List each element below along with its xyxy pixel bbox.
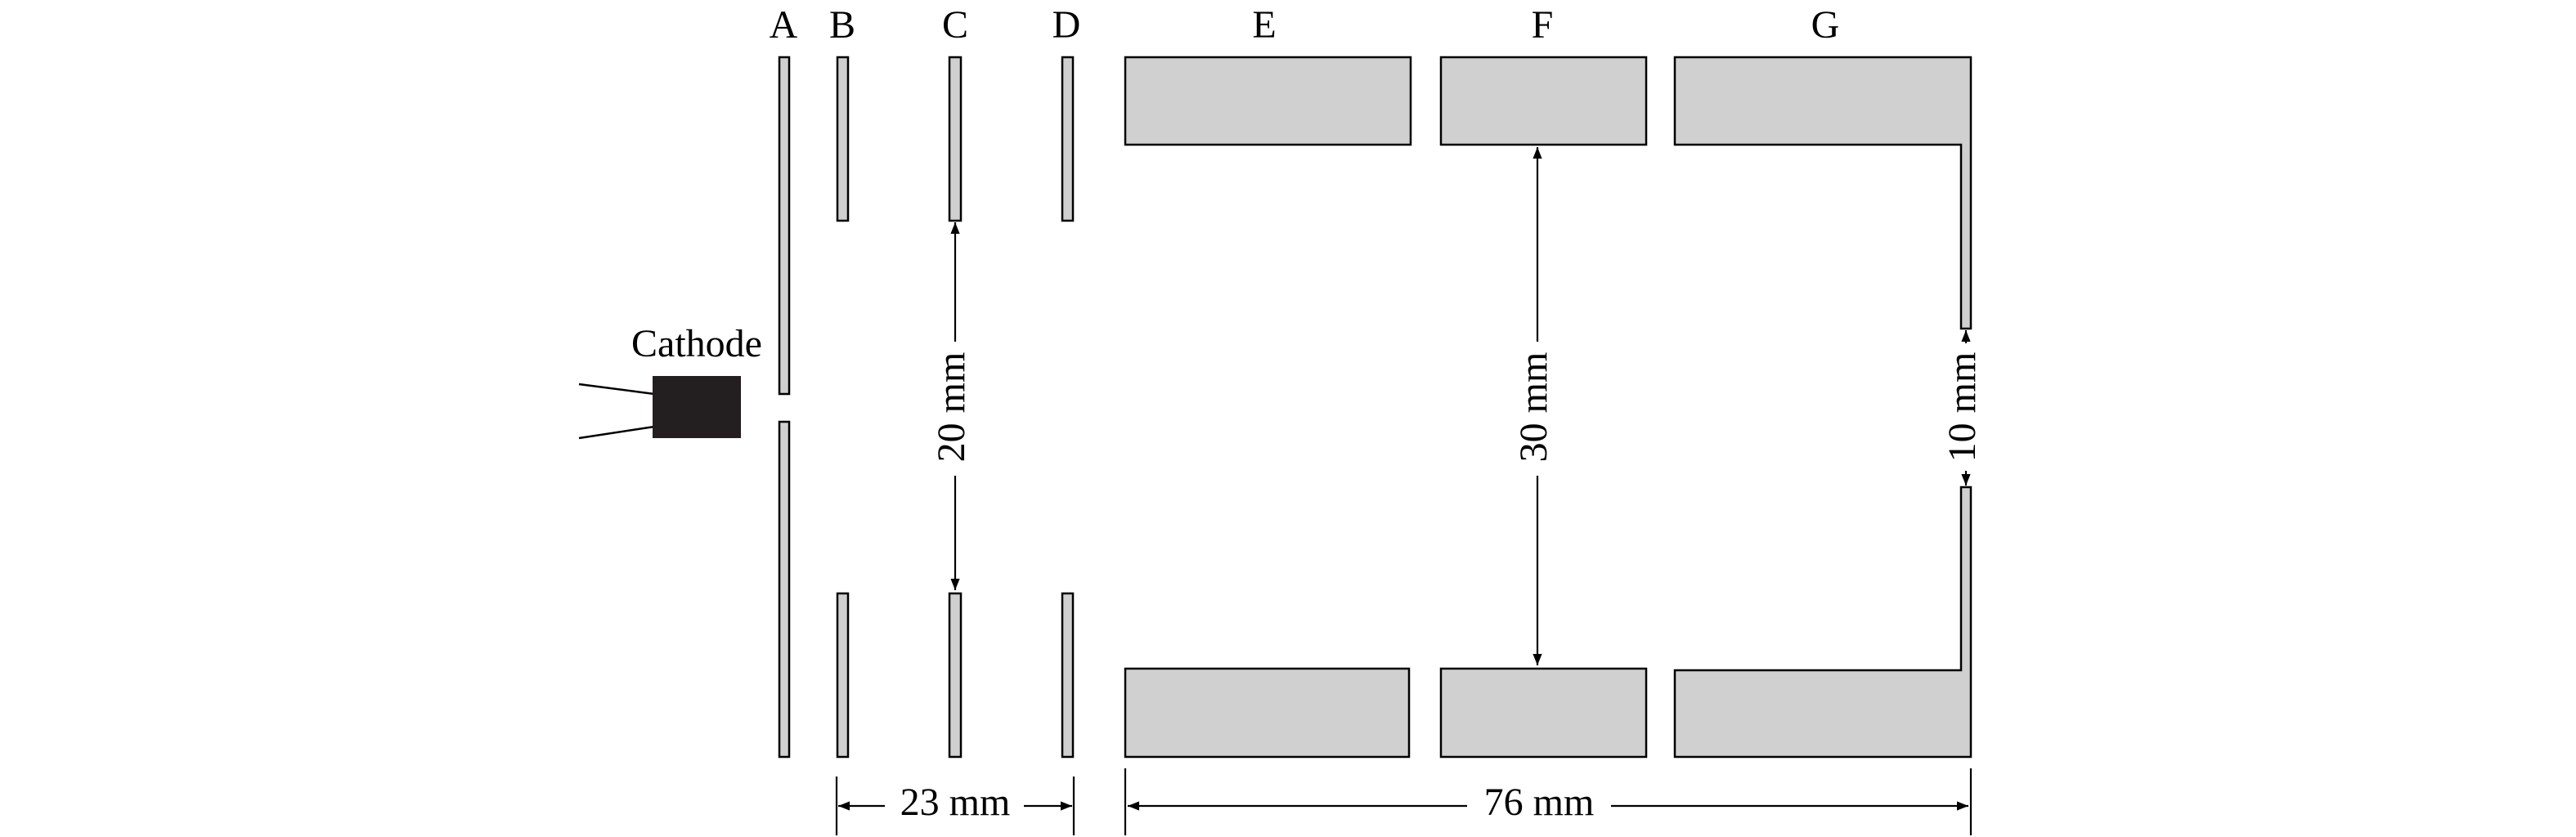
electrode-c-upper [948,56,963,222]
electrode-a-lower [778,420,791,759]
dim-30mm-label: 30 mm [1512,352,1555,463]
electrode-a-upper [778,56,791,396]
electrode-b [836,56,850,759]
electrode-d-upper [1061,56,1075,222]
electrode-e-lower [1124,667,1411,759]
electrode-g-lower [1673,486,1972,759]
label-d: D [1052,3,1081,47]
dim-20mm-label: 20 mm [930,352,973,463]
dim-23mm-label: 23 mm [900,781,1011,824]
dimension-20mm: 20 mm [930,222,973,590]
electrode-c [948,56,963,759]
label-f: F [1532,3,1554,47]
electrode-b-lower [836,592,850,759]
dim-76mm-label: 76 mm [1484,781,1595,824]
electrode-e [1124,56,1412,759]
electrode-e-upper [1124,56,1412,146]
dimension-10mm: 10 mm [1941,330,1984,486]
electrode-d [1061,56,1075,759]
electrode-a [778,56,791,759]
dim-10mm-label: 10 mm [1941,352,1984,463]
dimension-76mm: 76 mm [1124,768,1972,835]
cathode-body [653,376,741,438]
cathode-wire-bottom [578,425,655,440]
electrode-c-lower [948,592,963,759]
dimension-23mm: 23 mm [835,777,1075,835]
label-c: C [942,3,968,47]
label-g: G [1811,3,1840,47]
electrode-f-lower [1439,667,1648,759]
electrode-g [1673,56,1972,759]
electrode-g-upper [1673,56,1972,330]
cathode-label: Cathode [631,322,762,365]
cathode [578,376,741,440]
label-b: B [829,3,855,47]
dimension-30mm: 30 mm [1512,147,1555,665]
label-e: E [1252,3,1276,47]
electrode-f [1439,56,1648,759]
cathode-wire-top [578,383,655,396]
label-a: A [770,3,798,47]
electrode-b-upper [836,56,850,222]
electrode-f-upper [1439,56,1648,146]
electrode-d-lower [1061,592,1075,759]
